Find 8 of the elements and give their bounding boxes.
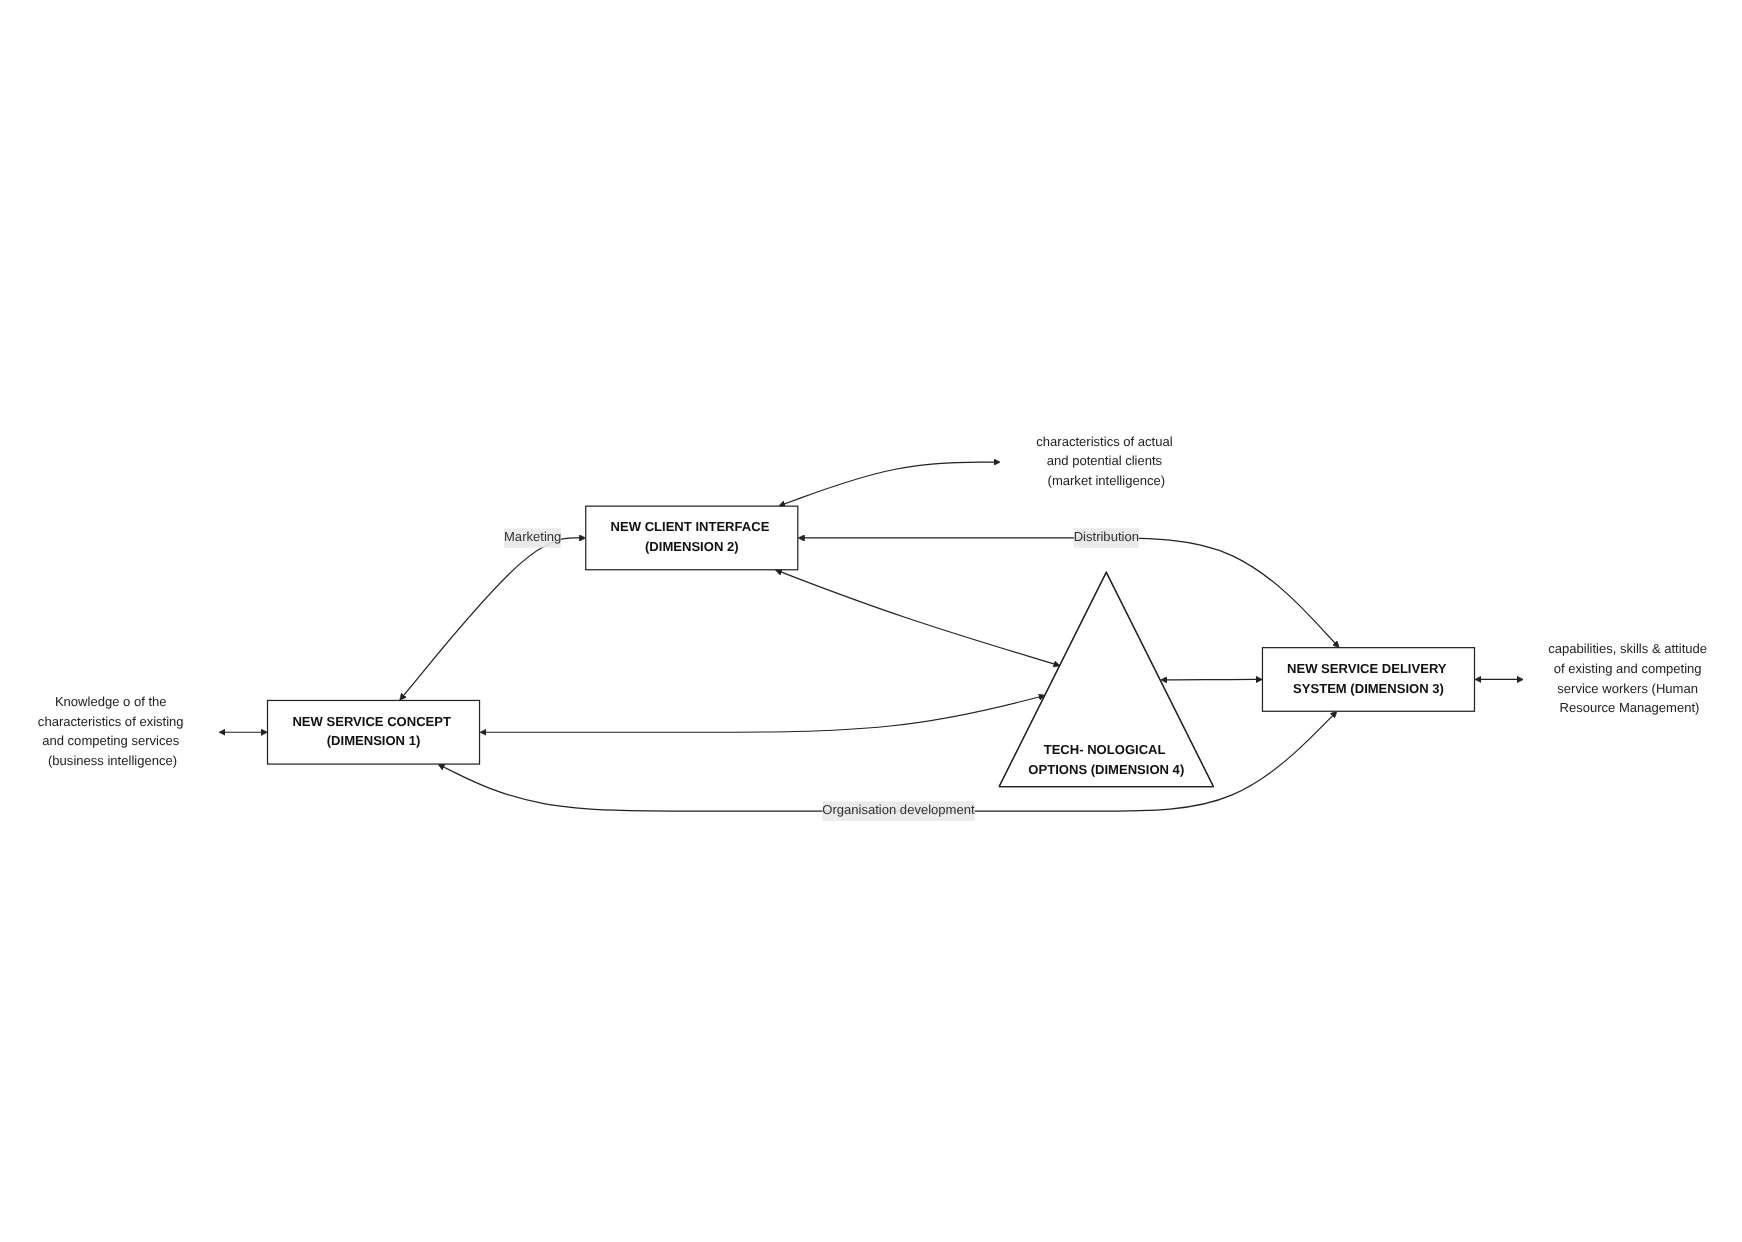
arrow [775,569,1061,668]
arrow [1474,676,1524,684]
arrow [218,728,268,737]
arrow [1160,676,1263,684]
arrow [797,534,1340,649]
arrow [479,693,1046,737]
arrow [399,534,587,701]
arrow [778,458,1001,508]
